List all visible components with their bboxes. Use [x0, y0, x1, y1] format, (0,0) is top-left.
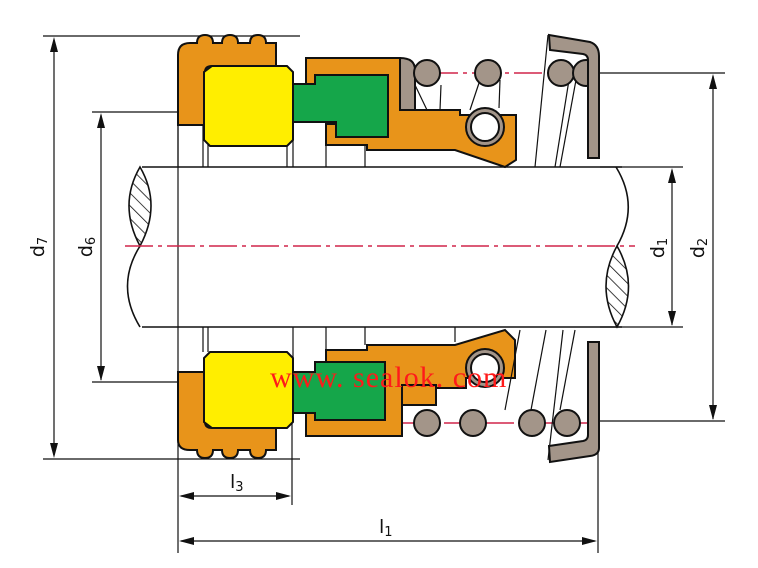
shaft-break-hatch-left [128, 165, 152, 248]
spring-coil [518, 409, 546, 437]
driver-bottom [401, 384, 437, 406]
seat-bottom [203, 351, 294, 429]
label-d1: d1 [647, 238, 671, 258]
boot-top [177, 33, 277, 126]
label-d7: d7 [27, 237, 51, 257]
spring-coil [459, 409, 487, 437]
spring-coil [413, 59, 441, 87]
label-d6: d6 [75, 237, 99, 257]
spring-top [413, 34, 600, 168]
watermark-text: www. sealok. com [270, 361, 507, 394]
dimension-arrows [50, 37, 717, 545]
boot-bottom [177, 371, 277, 460]
spring-coil [474, 59, 502, 87]
bracket-bottom [547, 341, 600, 464]
retainer-top [305, 57, 517, 169]
bracket-top [547, 33, 600, 159]
shaft [126, 165, 630, 329]
spring-coil [413, 409, 441, 437]
spring-bottom [413, 329, 581, 461]
label-d2: d2 [687, 238, 711, 258]
shaft-break-hatch-right [605, 244, 630, 329]
driver-top [399, 56, 416, 111]
label-l3: l3 [230, 471, 244, 495]
label-l1: l1 [379, 516, 393, 540]
seat-top [203, 65, 294, 147]
spring-coil [553, 409, 581, 437]
spring-coil [547, 59, 575, 87]
